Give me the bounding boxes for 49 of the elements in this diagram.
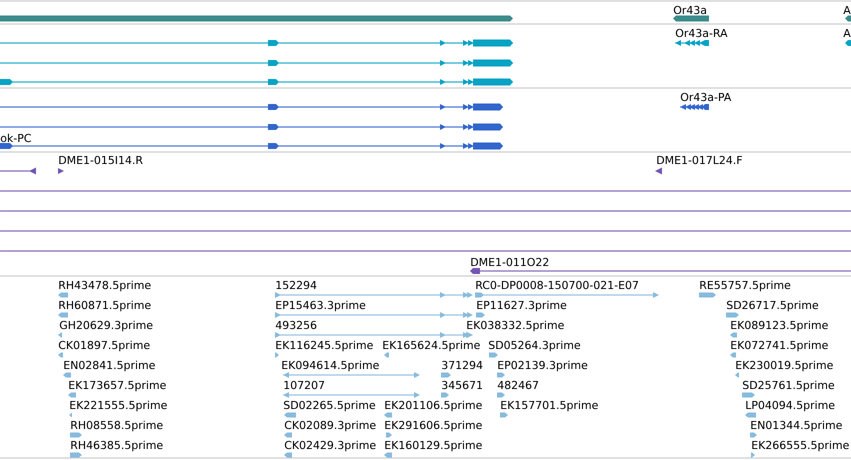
feature-label: RE55757.5prime — [700, 280, 790, 292]
feature-label: 107207 — [284, 380, 324, 390]
feature-label: EK173657.5prime — [69, 380, 166, 392]
feature-label: ok-PC — [0, 134, 31, 142]
feature-label: RH43478.5prime — [59, 280, 151, 292]
feature-label: EK072741.5prime — [731, 340, 828, 352]
feature-label: GH20629.3prime — [60, 320, 152, 332]
feature-label: CK02429.3prime — [284, 440, 376, 452]
feature-label: Or43a — [674, 6, 706, 14]
feature-label: 482467 — [498, 380, 538, 390]
feature-label: EN02841.5prime — [64, 360, 155, 372]
feature-label: EP02139.3prime — [498, 360, 588, 372]
feature-label: EN01344.5prime — [751, 420, 842, 432]
feature-label: EK165624.5prime — [383, 340, 480, 352]
feature-label: DME1-011O22 — [471, 258, 548, 266]
feature-label: RH08558.5prime — [71, 420, 163, 432]
feature-label: EK094614.5prime — [282, 360, 379, 372]
feature-label: EK089123.5prime — [731, 320, 828, 332]
feature-label: DME1-017L24.F — [657, 156, 742, 164]
feature-label: A — [843, 29, 851, 37]
feature-label: CK02089.3prime — [284, 420, 376, 432]
feature-label: DME1-015I14.R — [59, 156, 143, 164]
feature-label: EK157701.5prime — [501, 400, 598, 412]
feature-label: RH60871.5prime — [59, 300, 151, 312]
feature-label: SD05264.3prime — [488, 340, 580, 352]
feature-label: A — [843, 6, 851, 14]
feature-label: RC0-DP0008-150700-021-E07 — [476, 280, 638, 290]
feature-label: Or43a-PA — [680, 92, 732, 102]
feature-label: 345671 — [442, 380, 482, 390]
feature-label: 371294 — [442, 360, 482, 370]
feature-label: EK230019.5prime — [736, 360, 833, 372]
feature-label: SD02265.5prime — [284, 400, 376, 412]
feature-label: EK201106.5prime — [385, 400, 482, 412]
feature-label: RH46385.5prime — [71, 440, 163, 452]
feature-label: LP04094.5prime — [746, 400, 834, 412]
feature-label: 152294 — [276, 280, 316, 290]
feature-label: EP11627.3prime — [477, 300, 566, 312]
feature-label: 493256 — [276, 320, 316, 330]
feature-label: EP15463.3prime — [276, 300, 366, 312]
feature-label: SD26717.5prime — [726, 300, 818, 312]
feature-label: EK221555.5prime — [70, 400, 167, 412]
feature-label: SD25761.5prime — [742, 380, 834, 392]
feature-label: EK160129.5prime — [385, 440, 482, 452]
feature-label: EK038332.5prime — [467, 320, 564, 332]
feature-label: EK266555.5prime — [752, 440, 849, 452]
feature-label: Or43a-RA — [676, 28, 728, 38]
feature-label: EK116245.5prime — [276, 340, 373, 352]
feature-label: CK01897.5prime — [58, 340, 150, 352]
feature-label: EK291606.5prime — [385, 420, 482, 432]
